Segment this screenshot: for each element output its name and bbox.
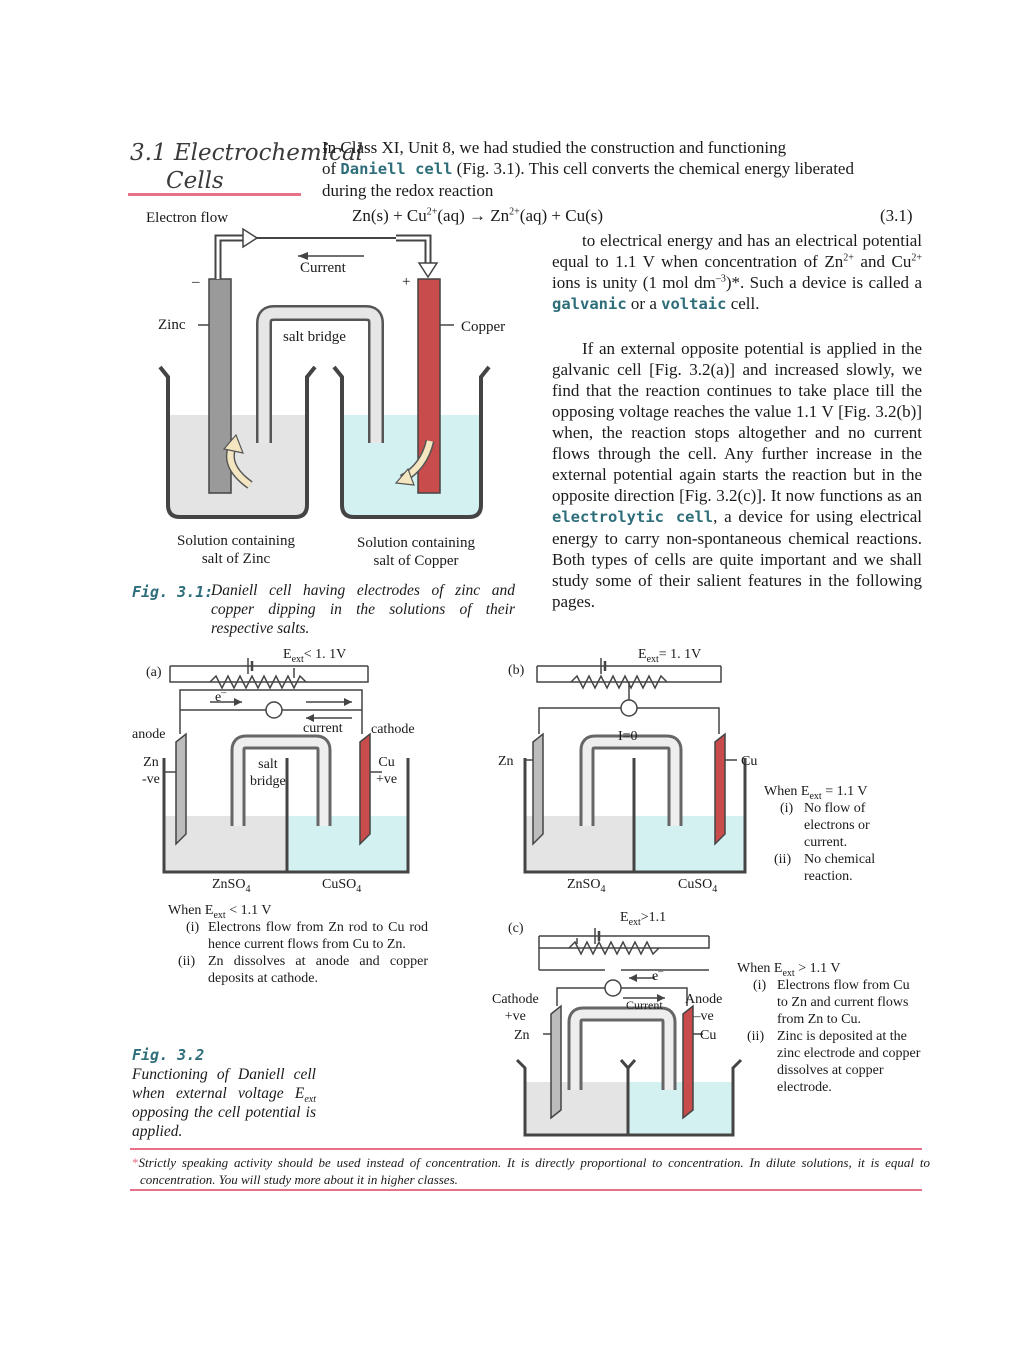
fig32c-current: Current	[626, 998, 663, 1012]
redox-equation: Zn(s) + Cu2+(aq) → Zn2+(aq) + Cu(s)	[352, 206, 604, 225]
fig32b-i0: I=0	[618, 729, 638, 744]
fig32a-cu: Cu+ve	[376, 755, 398, 787]
fig32a-eext: Eext< 1. 1V	[283, 647, 347, 665]
intro-paragraph: In Class XI, Unit 8, we had studied the …	[322, 137, 922, 201]
fig32b-znso4: ZnSO4	[567, 877, 606, 895]
section-rule	[128, 193, 301, 196]
copper-solution	[342, 415, 481, 517]
fig32b-eext: Eext= 1. 1V	[638, 647, 702, 665]
paragraph-galvanic: to electrical energy and has an electric…	[552, 231, 922, 313]
fig32c-cu: Cu	[700, 1028, 717, 1043]
fig32c-electron: e–	[652, 966, 664, 984]
fig32b-zn: Zn	[498, 754, 514, 769]
fig32b-tag: (b)	[508, 663, 525, 678]
fig32-caption: Functioning of Daniell cell when externa…	[132, 1066, 316, 1140]
footnote-rule-top	[130, 1148, 922, 1150]
intro-line1: In Class XI, Unit 8, we had studied the …	[322, 138, 787, 157]
intro-line2: of Daniell cell (Fig. 3.1). This cell co…	[322, 159, 854, 178]
fig32b-notes: When Eext = 1.1 V (i)No flow of electron…	[764, 784, 876, 884]
electrolytic-term: electrolytic cell	[552, 508, 714, 526]
paragraph-electrolytic: If an external opposite potential is app…	[552, 339, 922, 611]
fig32a-current: current	[303, 721, 343, 736]
fig32a-tag: (a)	[146, 665, 162, 680]
section-title-line2: Cells	[166, 168, 224, 194]
footnote-star: *	[132, 1155, 139, 1170]
cu-electrode-a	[359, 732, 371, 846]
daniell-cell-diagram	[158, 227, 491, 519]
fig32a-anode: anode	[132, 727, 166, 742]
voltaic-term: voltaic	[661, 295, 727, 313]
daniell-cell-term: Daniell cell	[340, 160, 453, 178]
section-number: 3.1	[130, 140, 167, 166]
fig32a-zn: Zn-ve	[142, 755, 160, 787]
fig32-number: Fig. 3.2	[132, 1046, 205, 1064]
fig32a-notes: When Eext < 1.1 V (i)Electrons flow from…	[168, 903, 428, 986]
fig32c-cathode: Cathode+ve	[492, 992, 539, 1024]
fig32c-tag: (c)	[508, 921, 524, 936]
fig32a-cuso4: CuSO4	[322, 877, 362, 895]
galvanic-term: galvanic	[552, 295, 627, 313]
footnote-rule-bottom	[130, 1189, 922, 1191]
minus-sign: –	[192, 274, 200, 290]
copper-label: Copper	[461, 319, 506, 335]
fig32b-diagram	[523, 658, 747, 874]
electron-flow-label: Electron flow	[146, 210, 229, 226]
fig31-caption: Daniell cell having electrodes of zinc a…	[211, 582, 515, 637]
rheostat-a	[209, 674, 307, 690]
salt-bridge-label: salt bridge	[281, 328, 348, 346]
fig32a-cathode: cathode	[371, 722, 415, 737]
equation-number: (3.1)	[880, 206, 913, 225]
fig32b-cu: Cu	[741, 754, 758, 769]
fig32b-cuso4: CuSO4	[678, 877, 718, 895]
fig32c-notes: When Eext > 1.1 V (i)Electrons flow from…	[737, 961, 921, 1095]
fig32a-electron: e–	[215, 687, 227, 705]
zinc-beaker	[158, 365, 317, 519]
copper-electrode	[417, 278, 441, 494]
section-title-line1: Electrochemical	[173, 140, 364, 166]
fig32c-eext: Eext>1.1	[620, 910, 667, 928]
fig31-number: Fig. 3.1:	[132, 583, 214, 601]
section-heading: 3.1 Electrochemical	[130, 140, 363, 166]
current-label: Current	[300, 260, 346, 276]
fig32a-diagram	[162, 658, 410, 874]
copper-beaker	[332, 365, 491, 519]
galvanometer-a	[265, 701, 283, 719]
footnote: *Strictly speaking activity should be us…	[132, 1155, 930, 1187]
plus-sign: +	[402, 274, 411, 290]
fig32c-zn: Zn	[514, 1028, 530, 1043]
fig32c-anode: Anode–ve	[685, 992, 723, 1024]
zn-electrode-a	[175, 732, 187, 846]
fig32c-diagram	[515, 928, 743, 1137]
intro-line3: during the redox reaction	[322, 181, 494, 200]
zinc-label: Zinc	[158, 317, 186, 333]
fig32a-znso4: ZnSO4	[212, 877, 251, 895]
